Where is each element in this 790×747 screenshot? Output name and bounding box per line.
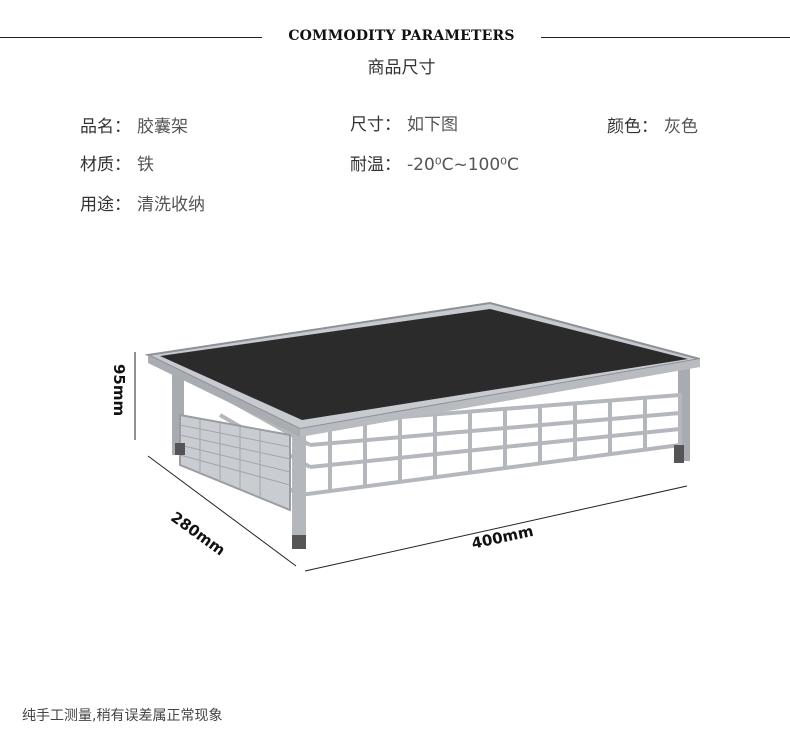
param-value: 如下图 [407, 115, 458, 135]
param-label: 品名： [80, 117, 131, 137]
foot-back-left [175, 443, 185, 455]
header-rule-right [541, 37, 790, 38]
width-line [304, 485, 688, 572]
param-label: 颜色： [607, 117, 658, 137]
param-value: 灰色 [664, 117, 698, 137]
front-rail-right [300, 359, 700, 437]
param-label: 耐温： [350, 155, 401, 175]
param-value: 铁 [137, 155, 154, 175]
param-usage: 用途： 清洗收纳 [80, 190, 205, 215]
param-name: 品名： 胶囊架 [80, 112, 188, 137]
foot-back-right [674, 445, 684, 463]
param-value: 清洗收纳 [137, 195, 205, 215]
wire-basket [209, 392, 682, 498]
param-temperature: 耐温： -20⁰C~100⁰C [350, 150, 519, 175]
param-size: 尺寸： 如下图 [350, 110, 458, 135]
param-label: 尺寸： [350, 115, 401, 135]
param-value: -20⁰C~100⁰C [407, 155, 519, 175]
height-dimension-label: 95mm [110, 364, 128, 417]
capsule-rack-image [144, 301, 700, 549]
param-color: 颜色： 灰色 [607, 112, 698, 137]
drawer-mesh [179, 413, 291, 512]
front-rail-left [148, 355, 300, 437]
top-surface [160, 309, 688, 420]
leg-front-left [292, 425, 306, 545]
section-title: COMMODITY PARAMETERS [288, 28, 515, 44]
measurement-note: 纯手工测量,稍有误差属正常现象 [22, 708, 223, 724]
param-label: 用途： [80, 195, 131, 215]
param-value: 胶囊架 [137, 117, 188, 137]
depth-line [147, 455, 297, 567]
param-label: 材质： [80, 155, 131, 175]
header-rule-left [0, 37, 262, 38]
foot-front-left [292, 535, 306, 549]
param-material: 材质： 铁 [80, 150, 154, 175]
section-subtitle: 商品尺寸 [367, 58, 436, 78]
